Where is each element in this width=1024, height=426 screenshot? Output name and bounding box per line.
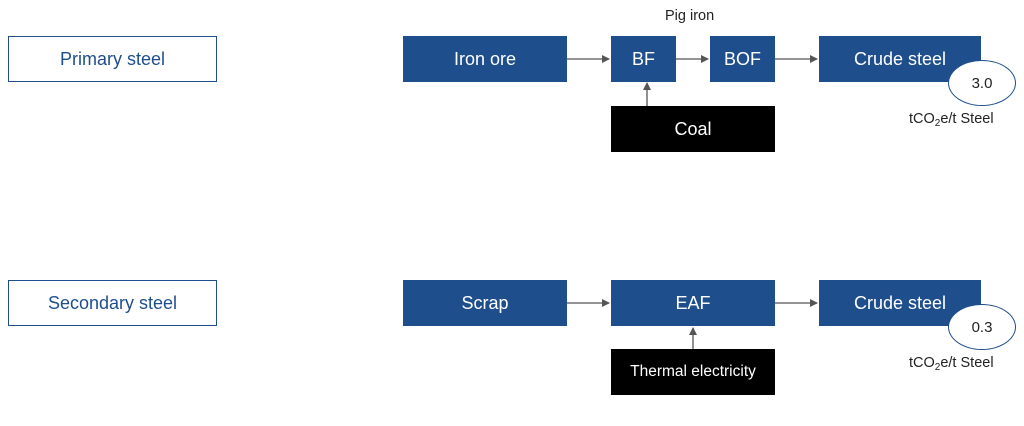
secondary-emissions-oval: 0.3 (948, 304, 1016, 350)
primary-emissions-unit: tCO2e/t Steel (909, 111, 994, 129)
secondary-steel-label: Secondary steel (8, 280, 217, 326)
pig-iron-annotation: Pig iron (665, 8, 715, 24)
thermal-electricity-box: Thermal electricity (611, 349, 775, 395)
bof-box: BOF (710, 36, 775, 82)
iron-ore-box: Iron ore (403, 36, 567, 82)
scrap-box: Scrap (403, 280, 567, 326)
bf-box: BF (611, 36, 676, 82)
primary-emissions-oval: 3.0 (948, 60, 1016, 106)
eaf-box: EAF (611, 280, 775, 326)
secondary-emissions-unit: tCO2e/t Steel (909, 355, 994, 373)
coal-box: Coal (611, 106, 775, 152)
primary-steel-label: Primary steel (8, 36, 217, 82)
